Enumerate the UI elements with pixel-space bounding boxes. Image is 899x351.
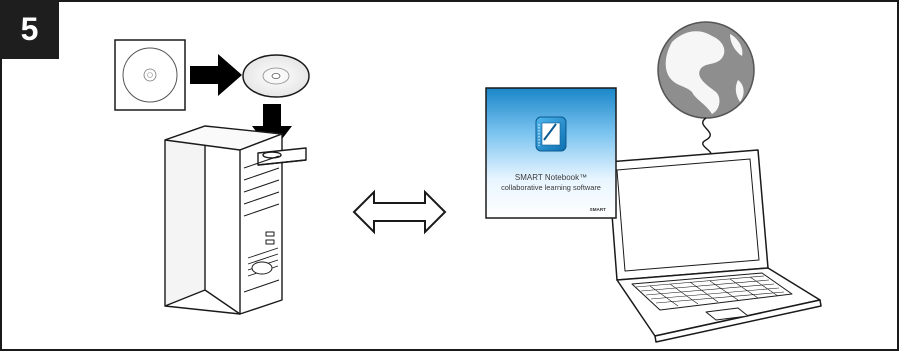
smart-notebook-logo-icon (536, 117, 566, 151)
software-box: SMART Notebook™ collaborative learning s… (486, 88, 616, 218)
cd-disc-icon (243, 55, 309, 97)
desktop-computer-icon (165, 126, 306, 314)
double-arrow-icon (354, 192, 445, 232)
software-subtitle: collaborative learning software (501, 183, 601, 192)
cd-case-icon (115, 40, 185, 110)
software-title: SMART Notebook™ (515, 173, 587, 182)
laptop-icon (608, 150, 821, 342)
brand-logo: SMART (590, 207, 607, 212)
arrow-right-icon (190, 54, 242, 96)
